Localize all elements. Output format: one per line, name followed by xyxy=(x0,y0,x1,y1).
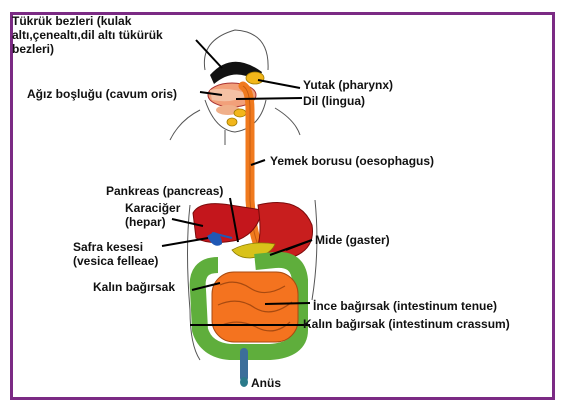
mouth-cavity-label: Ağız boşluğu (cavum oris) xyxy=(27,87,178,101)
stomach-label: Mide (gaster) xyxy=(315,233,390,247)
liver-label: Karaciğer (hepar) xyxy=(125,201,181,229)
pharynx-label: Yutak (pharynx) xyxy=(303,78,394,92)
esophagus-label: Yemek borusu (oesophagus) xyxy=(270,154,435,168)
small-intestine-art xyxy=(211,271,299,343)
gallbladder-label: Safra kesesi (vesica felleae) xyxy=(73,240,159,268)
large-intestine-label: Kalın bağırsak (intestinum crassum) xyxy=(303,317,510,331)
small-intestine-label: İnce bağırsak (intestinum tenue) xyxy=(313,299,498,313)
pancreas-label: Pankreas (pancreas) xyxy=(106,184,224,198)
salivary-glands-label: Tükrük bezleri (kulak altı,çenealtı,dil … xyxy=(12,14,163,56)
anus-label: Anüs xyxy=(251,376,281,390)
mouth-region xyxy=(207,61,262,115)
large-intestine-short-label: Kalın bağırsak xyxy=(93,280,176,294)
body-outline xyxy=(169,29,318,361)
anus-art xyxy=(240,377,248,387)
leader-lines xyxy=(161,39,313,326)
liver-art xyxy=(192,203,263,244)
large-intestine-art xyxy=(189,251,308,360)
tongue-label: Dil (lingua) xyxy=(303,94,365,108)
